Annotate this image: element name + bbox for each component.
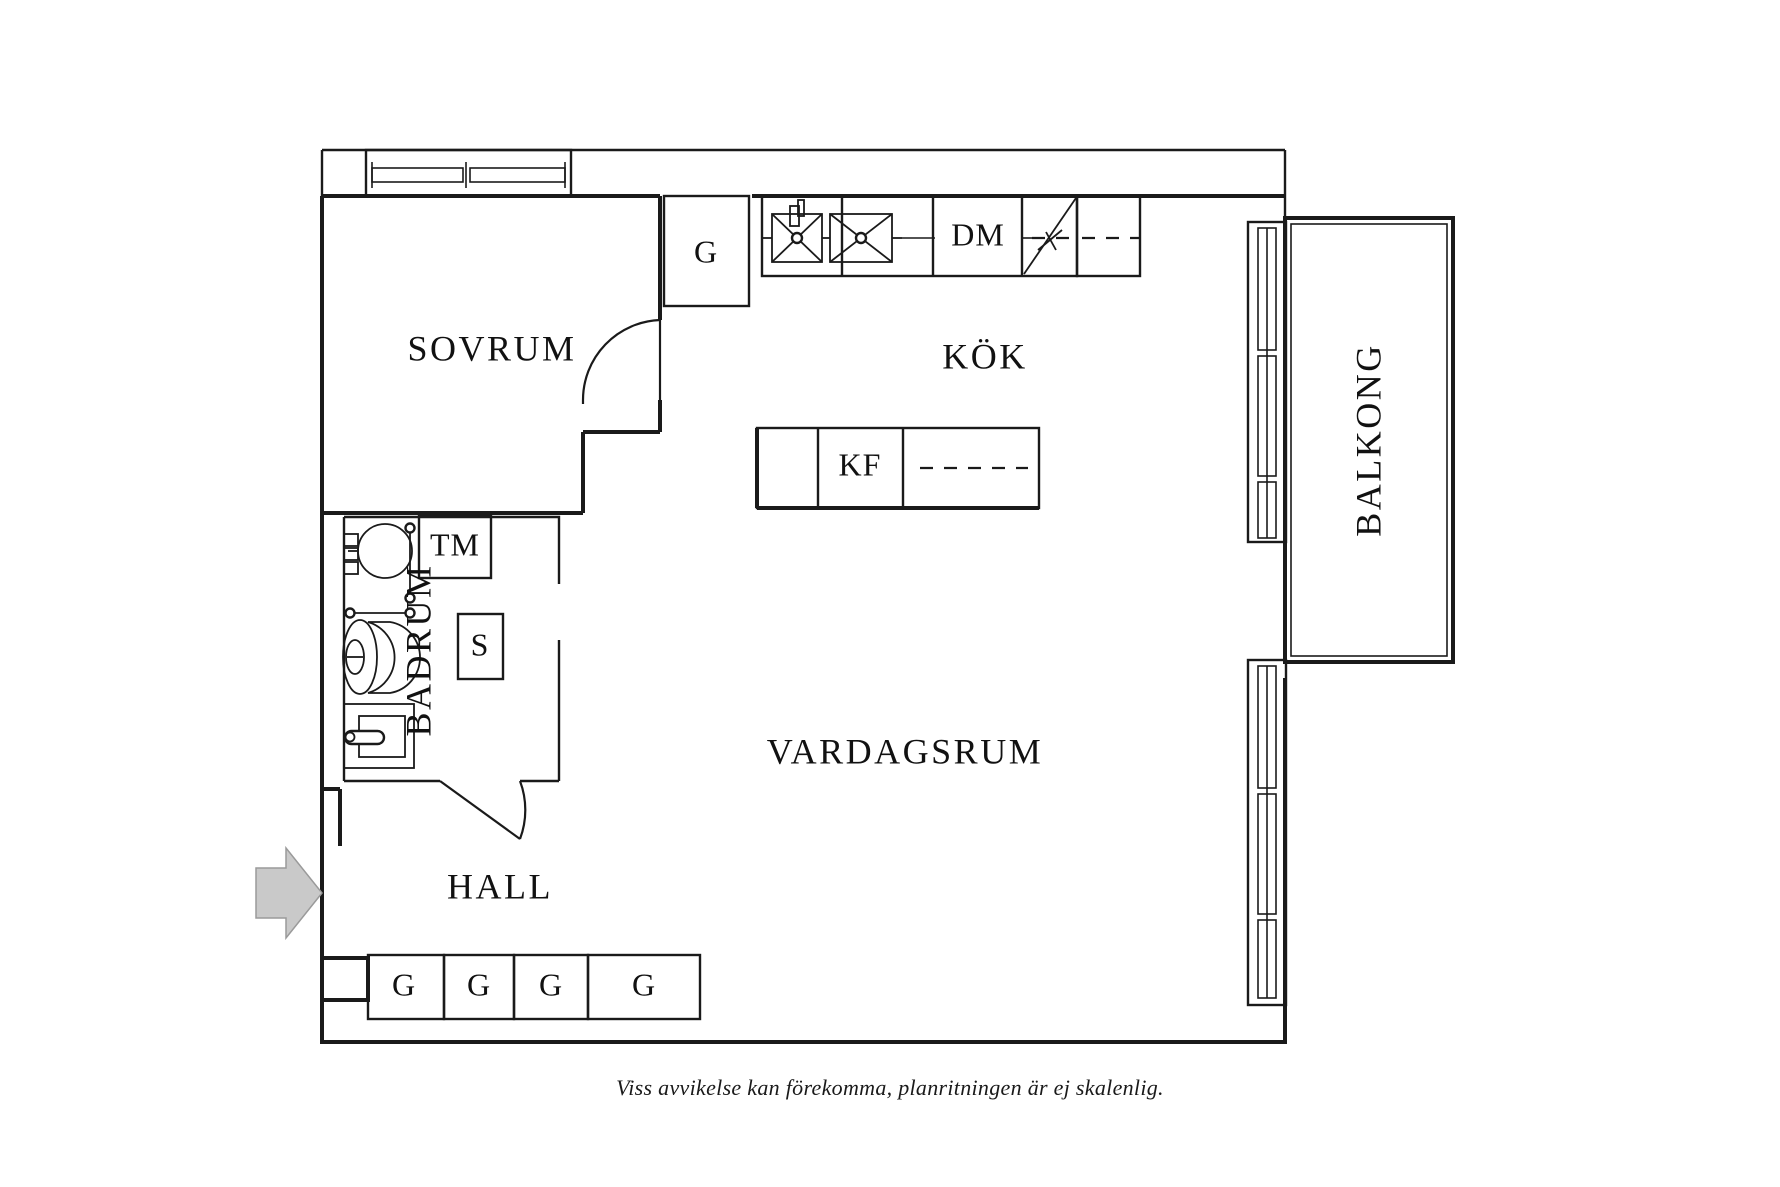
toilet-icon (342, 619, 421, 695)
room-label-vardagsrum: VARDAGSRUM (767, 731, 1043, 771)
fixture-label-dryer-cabinet: S (471, 626, 490, 662)
room-balkong: BALKONG (1283, 216, 1455, 664)
room-badrum: TM S BADRUM (322, 514, 561, 846)
room-sovrum: G SOVRUM (322, 194, 751, 515)
stove-icon (1023, 197, 1077, 275)
room-label-badrum: BADRUM (398, 563, 438, 736)
plan-disclaimer-caption: Viss avvikelse kan förekomma, planritnin… (616, 1075, 1164, 1100)
room-label-kok: KÖK (942, 336, 1028, 376)
bedroom-window (364, 148, 573, 198)
hall-wardrobe-row: G G G G (322, 953, 702, 1021)
room-hall: HALL G G G G (322, 866, 702, 1021)
fixture-label-bedroom-wardrobe: G (694, 233, 718, 269)
living-room-window (1246, 658, 1288, 1007)
room-label-sovrum: SOVRUM (407, 328, 576, 368)
fixture-label-fridge-freezer: KF (839, 446, 882, 482)
shower-icon (343, 523, 413, 579)
shower-rail-icon (344, 522, 416, 619)
fixture-label-hall-wardrobe-3: G (539, 966, 563, 1002)
washbasin-icon (343, 703, 415, 769)
outer-walls (320, 148, 1287, 1044)
kitchen-sink-icon (761, 199, 823, 263)
room-vardagsrum: VARDAGSRUM (767, 731, 1043, 771)
fixture-label-dishwasher: DM (951, 216, 1005, 252)
entrance-arrow (255, 845, 323, 941)
fixture-label-hall-wardrobe-2: G (467, 966, 491, 1002)
fixture-label-tumble-dryer: TM (430, 526, 480, 562)
fixture-label-hall-wardrobe-4: G (632, 966, 656, 1002)
room-label-balkong: BALKONG (1348, 343, 1388, 537)
room-kok: DM KF KÖK (581, 194, 1142, 513)
room-label-hall: HALL (447, 866, 553, 906)
fixture-label-hall-wardrobe-1: G (392, 966, 416, 1002)
kitchen-sink-secondary-icon (822, 213, 902, 263)
balcony-door-upper (1246, 220, 1288, 544)
